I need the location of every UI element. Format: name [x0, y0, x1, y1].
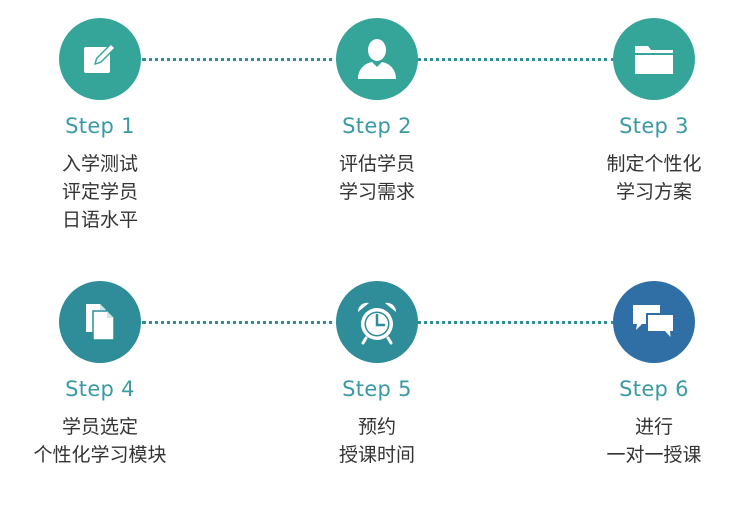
step-6-line-1: 进行	[634, 416, 673, 438]
connector-line	[417, 321, 615, 324]
step-2-circle	[336, 18, 418, 100]
step-1-circle	[59, 18, 141, 100]
step-1: Step 1 入学测试 评定学员 日语水平	[15, 18, 185, 234]
step-4-line-1: 学员选定	[61, 416, 138, 438]
edit-icon	[84, 43, 116, 73]
step-4-description: 学员选定 个性化学习模块	[15, 413, 185, 469]
step-2-description: 评估学员 学习需求	[292, 150, 462, 206]
step-5-circle	[336, 281, 418, 363]
chat-bubbles-icon	[633, 305, 675, 340]
alarm-clock-icon	[357, 302, 397, 345]
step-3: Step 3 制定个性化 学习方案	[569, 18, 739, 206]
step-6-line-2: 一对一授课	[606, 444, 702, 466]
step-5: Step 5 预约 授课时间	[292, 281, 462, 469]
step-6-description: 进行 一对一授课	[569, 413, 739, 469]
step-3-description: 制定个性化 学习方案	[569, 150, 739, 206]
step-3-line-2: 学习方案	[615, 181, 692, 203]
connector-line	[417, 58, 615, 61]
step-2: Step 2 评估学员 学习需求	[292, 18, 462, 206]
step-3-circle	[613, 18, 695, 100]
step-3-label: Step 3	[619, 114, 689, 138]
step-6-circle	[613, 281, 695, 363]
step-1-line-3: 日语水平	[61, 209, 138, 231]
step-1-label: Step 1	[65, 114, 135, 138]
step-4-line-2: 个性化学习模块	[33, 444, 167, 466]
step-1-line-2: 评定学员	[61, 181, 138, 203]
folder-icon	[635, 46, 673, 74]
step-5-line-1: 预约	[357, 416, 396, 438]
step-2-line-2: 学习需求	[338, 181, 415, 203]
step-4-label: Step 4	[65, 377, 135, 401]
step-1-description: 入学测试 评定学员 日语水平	[15, 150, 185, 234]
step-5-line-2: 授课时间	[338, 444, 415, 466]
step-2-label: Step 2	[342, 114, 412, 138]
step-5-description: 预约 授课时间	[292, 413, 462, 469]
step-1-line-1: 入学测试	[61, 153, 138, 175]
user-icon	[358, 39, 396, 79]
connector-line	[142, 58, 340, 61]
step-6-label: Step 6	[619, 377, 689, 401]
connector-line	[142, 321, 340, 324]
step-6: Step 6 进行 一对一授课	[569, 281, 739, 469]
step-3-line-1: 制定个性化	[606, 153, 702, 175]
step-4: Step 4 学员选定 个性化学习模块	[15, 281, 185, 469]
step-2-line-1: 评估学员	[338, 153, 415, 175]
step-4-circle	[59, 281, 141, 363]
step-5-label: Step 5	[342, 377, 412, 401]
documents-icon	[86, 304, 115, 341]
